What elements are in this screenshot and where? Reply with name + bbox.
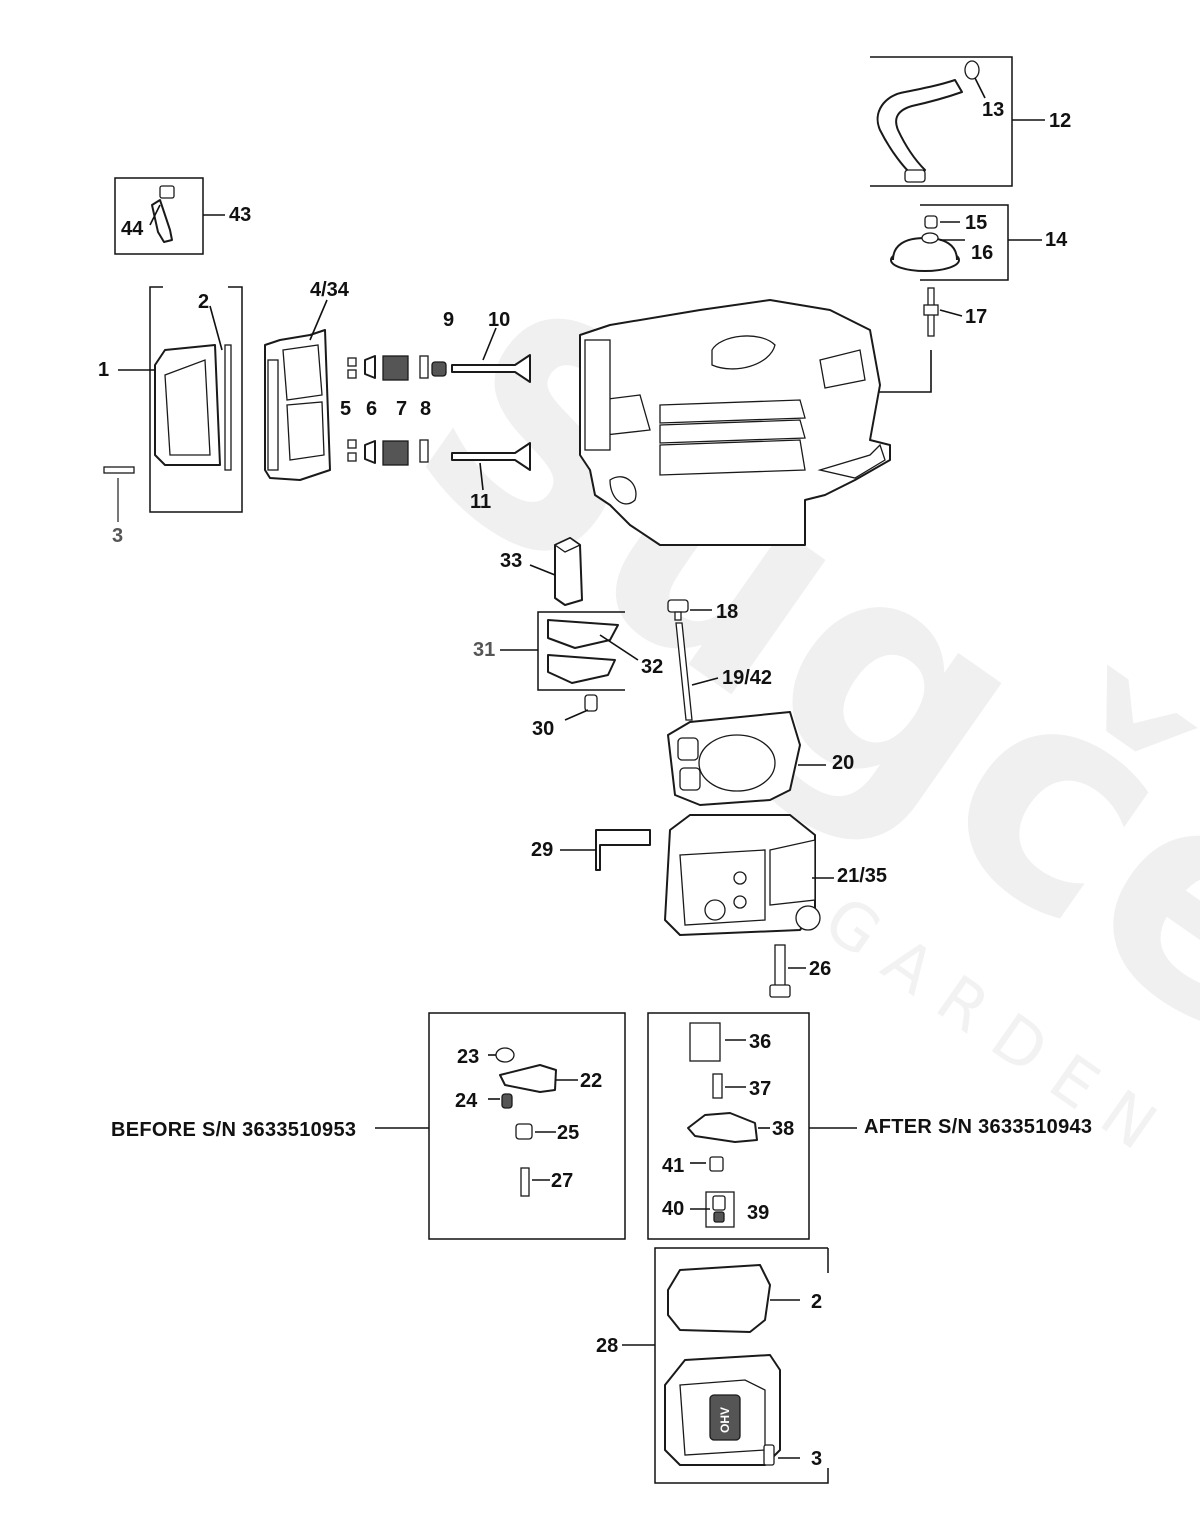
label-16: 16: [971, 242, 993, 264]
label-41: 41: [662, 1155, 684, 1177]
valve-cover-assembly[interactable]: OHV: [622, 1247, 829, 1484]
after-kit-box[interactable]: [647, 1012, 857, 1240]
breather-cover-group[interactable]: [890, 204, 1042, 281]
label-3-bottom: 3: [811, 1448, 822, 1470]
label-2-top: 2: [198, 291, 209, 313]
label-7: 7: [396, 398, 407, 420]
label-27: 27: [551, 1170, 573, 1192]
label-22: 22: [580, 1070, 602, 1092]
rocker-cover-side[interactable]: [103, 286, 243, 522]
pushrod-group[interactable]: [667, 599, 719, 721]
label-14: 14: [1045, 229, 1068, 251]
label-32: 32: [641, 656, 663, 678]
label-37: 37: [749, 1078, 771, 1100]
label-17: 17: [965, 306, 987, 328]
cylinder-head-side[interactable]: [264, 299, 331, 481]
label-15: 15: [965, 212, 987, 234]
valves[interactable]: [451, 327, 531, 491]
label-21-35: 21/35: [837, 865, 887, 887]
breather-tube-group[interactable]: [114, 177, 225, 255]
label-13: 13: [982, 99, 1004, 121]
label-38: 38: [772, 1118, 794, 1140]
label-8: 8: [420, 398, 431, 420]
label-43: 43: [229, 204, 251, 226]
label-6: 6: [366, 398, 377, 420]
label-28: 28: [596, 1335, 618, 1357]
ohv-badge: OHV: [718, 1407, 732, 1433]
rocker-plate-group[interactable]: [500, 611, 639, 721]
label-12: 12: [1049, 110, 1071, 132]
label-11: 11: [470, 491, 491, 513]
cylinder-head[interactable]: [664, 814, 834, 936]
callout-labels: 1 2 3 4/34 5 6 7 8 9 10 11 12 13 14 15 1…: [98, 99, 1092, 1470]
label-39: 39: [747, 1202, 769, 1224]
label-10: 10: [488, 309, 510, 331]
label-23: 23: [457, 1046, 479, 1068]
after-serial-note: AFTER S/N 3633510943: [864, 1116, 1092, 1138]
breather-hose-group[interactable]: [870, 56, 1045, 187]
label-30: 30: [532, 718, 554, 740]
label-19-42: 19/42: [722, 667, 772, 689]
label-44: 44: [121, 218, 144, 240]
label-29: 29: [531, 839, 553, 861]
label-40: 40: [662, 1198, 684, 1220]
rocker-bracket-33[interactable]: [529, 537, 583, 606]
bracket-29[interactable]: [560, 829, 651, 871]
label-4-34: 4/34: [310, 279, 350, 301]
valve-components[interactable]: [347, 355, 447, 466]
crankcase: [579, 299, 891, 546]
bolt-26[interactable]: [769, 944, 806, 998]
before-kit-box[interactable]: [375, 1012, 626, 1240]
label-25: 25: [557, 1122, 579, 1144]
label-18: 18: [716, 601, 738, 623]
label-3-left: 3: [112, 525, 123, 547]
label-36: 36: [749, 1031, 771, 1053]
label-24: 24: [455, 1090, 478, 1112]
before-serial-note: BEFORE S/N 3633510953: [111, 1119, 356, 1141]
label-2-bottom: 2: [811, 1291, 822, 1313]
head-gasket[interactable]: [667, 711, 826, 806]
label-20: 20: [832, 752, 854, 774]
label-1: 1: [98, 359, 109, 381]
label-26: 26: [809, 958, 831, 980]
label-31: 31: [473, 639, 495, 661]
label-33: 33: [500, 550, 522, 572]
label-9: 9: [443, 309, 454, 331]
label-5: 5: [340, 398, 351, 420]
